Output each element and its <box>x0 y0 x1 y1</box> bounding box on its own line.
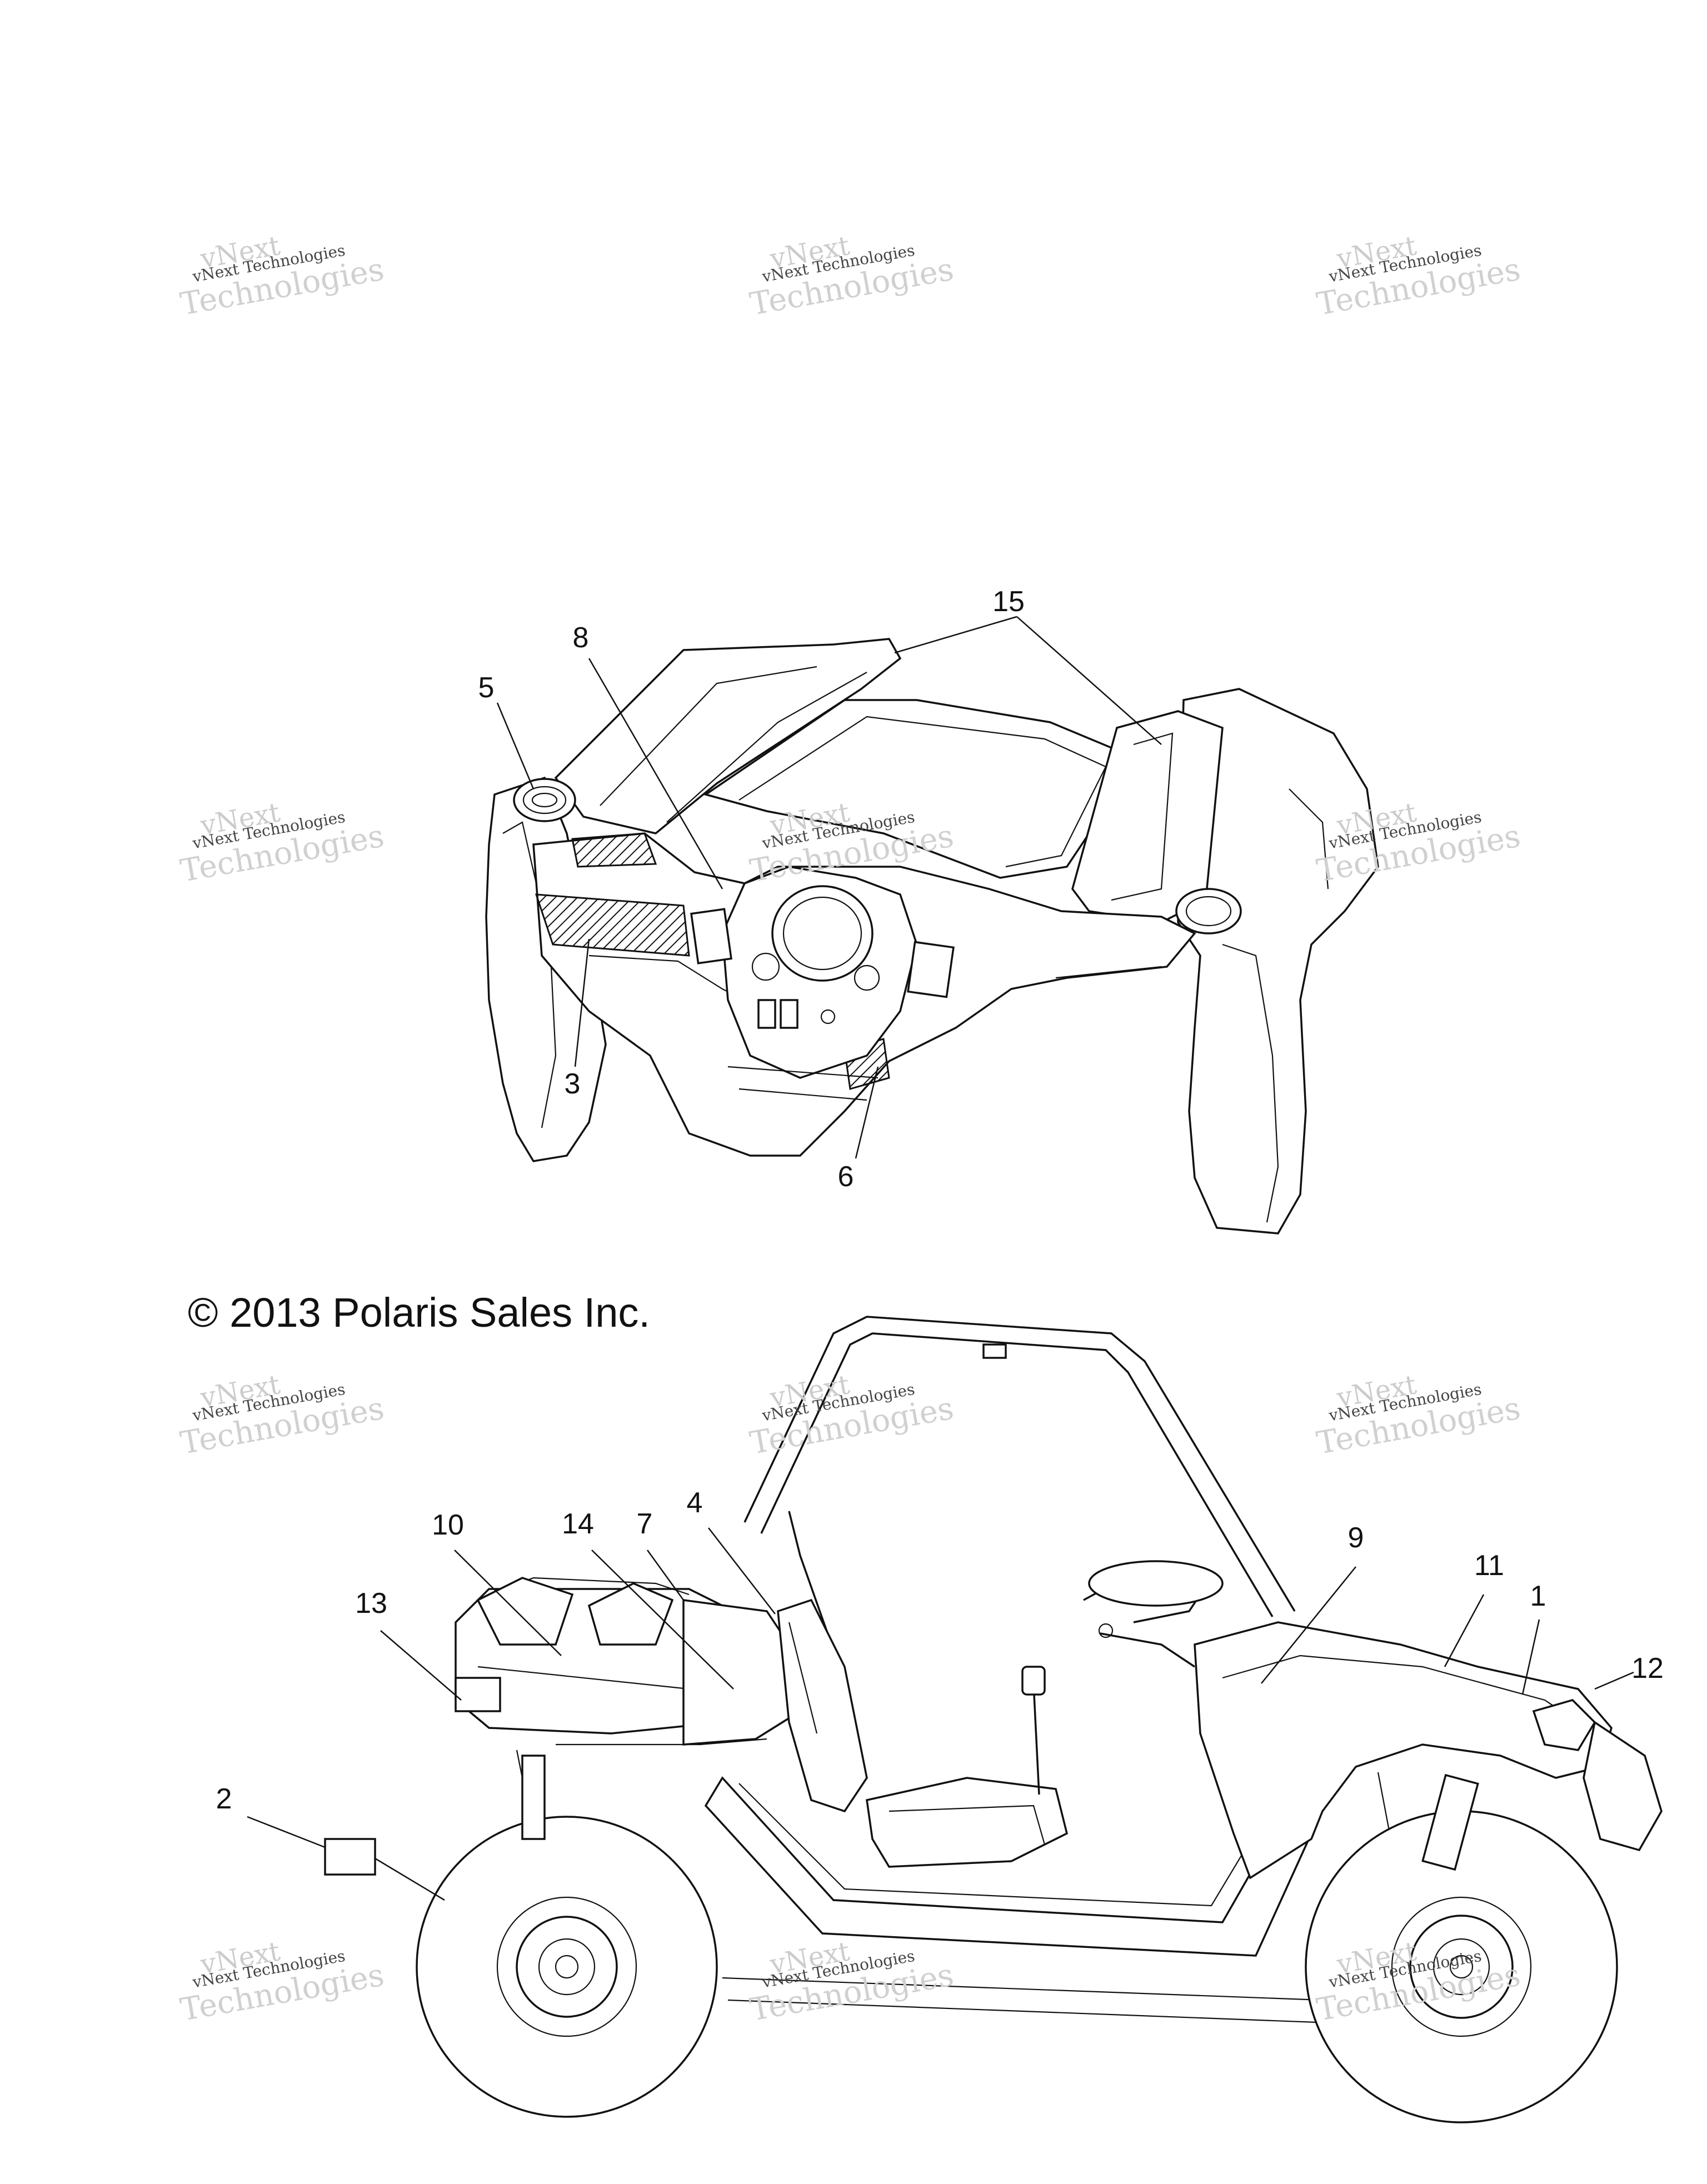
callout-11: 11 <box>1474 1550 1504 1582</box>
callout-5: 5 <box>478 672 495 704</box>
callout-12: 12 <box>1631 1652 1664 1685</box>
callout-3: 3 <box>565 1068 581 1100</box>
decal-2-box <box>324 1838 376 1876</box>
callout-2: 2 <box>216 1783 232 1815</box>
callout-14: 14 <box>562 1508 594 1540</box>
callout-9: 9 <box>1348 1522 1364 1554</box>
callout-8: 8 <box>573 622 589 654</box>
vehicle-side-view <box>324 1316 1663 2123</box>
callout-4: 4 <box>687 1487 703 1519</box>
callout-1: 1 <box>1530 1580 1546 1612</box>
decal-3-hatch <box>535 893 690 957</box>
callout-10: 10 <box>432 1509 464 1541</box>
callout-13: 13 <box>355 1587 387 1620</box>
dashboard-assembly <box>485 638 1379 1235</box>
callout-15: 15 <box>992 586 1025 618</box>
leader-lines <box>247 616 1634 1901</box>
copyright-notice: © 2013 Polaris Sales Inc. <box>188 1290 650 1336</box>
callout-numbers: 15 8 5 3 6 10 14 7 4 13 2 9 11 1 12 <box>216 586 1664 1815</box>
callout-6: 6 <box>838 1161 854 1193</box>
callout-7: 7 <box>637 1508 653 1540</box>
